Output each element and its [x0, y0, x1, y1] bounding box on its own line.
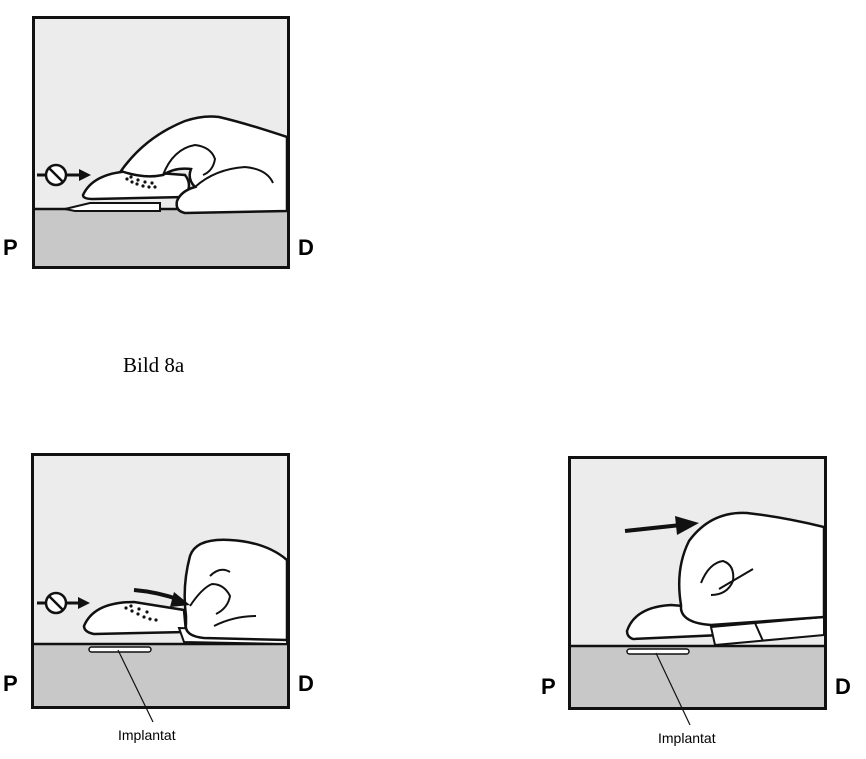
right-marker: D: [835, 674, 851, 699]
hand-thumb-line: [213, 615, 257, 627]
implant-label: Implantat: [658, 730, 716, 746]
left-marker: P: [3, 671, 18, 696]
figure-8a-illustration: [35, 115, 287, 266]
arrow-icon: [133, 588, 190, 607]
figure-caption: Bild 8a: [123, 353, 185, 377]
figure-8a-panel: [32, 16, 290, 269]
no-entry-icon: [44, 591, 68, 615]
injector-detail-line: [754, 622, 764, 642]
left-marker: P: [3, 235, 18, 260]
figure-8b-illustration: [34, 538, 287, 706]
arrow-icon: [37, 597, 90, 609]
skin-tissue: [571, 646, 824, 707]
figure-8c-illustration: [571, 511, 824, 707]
hand-finger-line: [189, 582, 232, 615]
implant-label: Implantat: [118, 727, 176, 743]
hand-finger-line: [700, 559, 735, 596]
figure-8c-panel: [568, 456, 827, 710]
arrow-icon: [624, 516, 699, 535]
implant-icon: [88, 646, 152, 653]
hand-finger-line: [162, 143, 217, 176]
hand-illustration: [119, 115, 287, 215]
figure-8b-panel: [31, 453, 290, 709]
left-marker: P: [541, 674, 556, 699]
hand-thumb-line: [194, 165, 274, 188]
hand-knuckle-line: [209, 568, 231, 577]
no-entry-icon: [44, 163, 68, 187]
injector-tip: [64, 202, 161, 212]
hand-thumb-line: [718, 568, 754, 590]
right-marker: D: [298, 671, 314, 696]
injector-grip-dots: [125, 175, 157, 189]
arrow-icon: [37, 169, 91, 181]
implant-icon: [626, 648, 690, 655]
injector-grip-dots: [124, 604, 158, 622]
skin-tissue: [34, 644, 287, 706]
hand-illustration: [183, 538, 287, 642]
skin-tissue: [35, 209, 287, 266]
right-marker: D: [298, 235, 314, 260]
